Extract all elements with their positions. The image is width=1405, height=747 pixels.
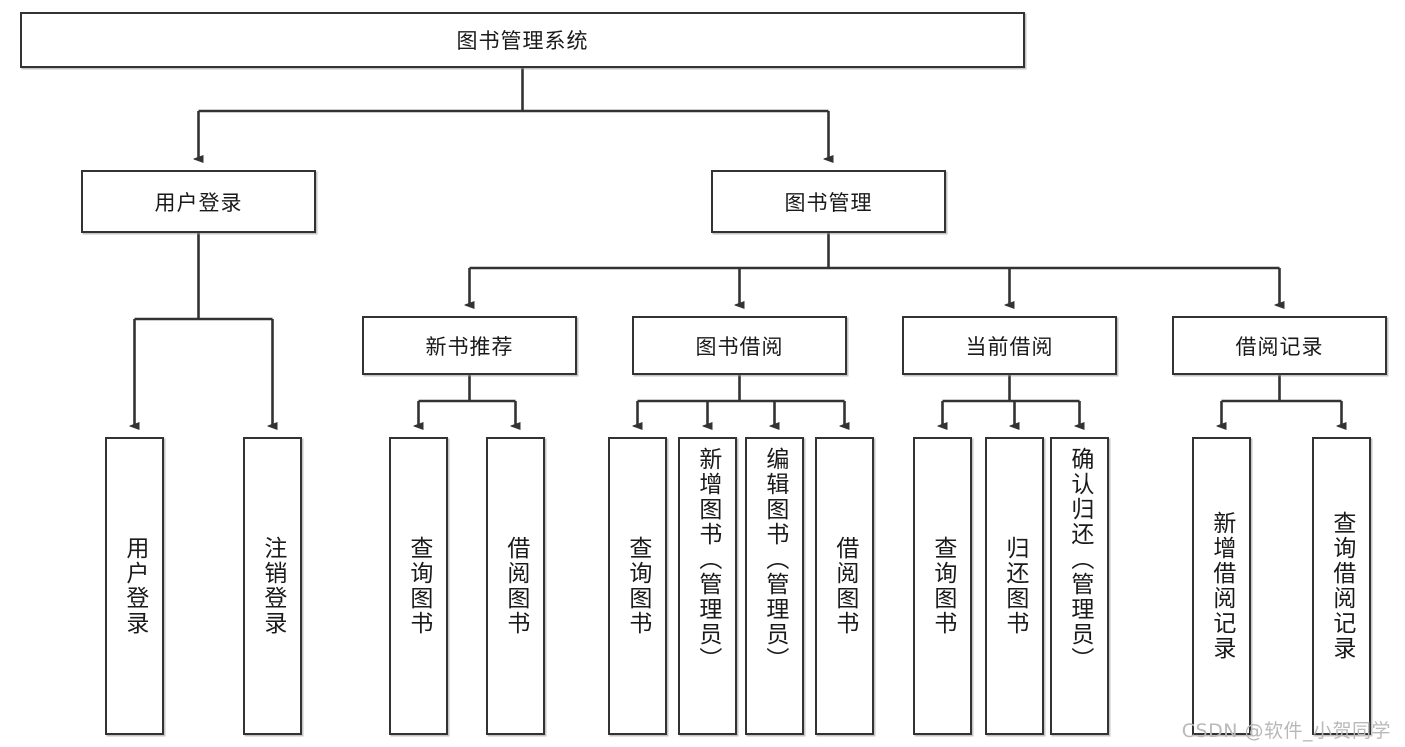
node-borrow-records[interactable]: 借阅记录	[1172, 316, 1387, 375]
node-user-login[interactable]: 用户登录	[81, 170, 316, 233]
leaf-query-book-2-label: 查询图书	[624, 536, 651, 636]
leaf-confirm-return-admin-label: 确认归还（管理员）	[1066, 447, 1093, 672]
leaf-query-book-1-label: 查询图书	[405, 536, 432, 636]
leaf-add-book-admin[interactable]: 新增图书（管理员）	[678, 437, 737, 735]
leaf-query-book-3-label: 查询图书	[929, 536, 956, 636]
leaf-add-borrow-record[interactable]: 新增借阅记录	[1192, 437, 1251, 735]
node-borrow-records-label: 借阅记录	[1235, 334, 1324, 359]
node-book-management[interactable]: 图书管理	[711, 170, 946, 233]
leaf-borrow-book-2[interactable]: 借阅图书	[815, 437, 874, 735]
leaf-user-login[interactable]: 用户登录	[105, 437, 164, 735]
node-current-borrow[interactable]: 当前借阅	[902, 316, 1117, 375]
node-new-book-recommend[interactable]: 新书推荐	[362, 316, 577, 375]
leaf-logout-label: 注销登录	[259, 536, 286, 636]
leaf-query-borrow-record-label: 查询借阅记录	[1328, 511, 1355, 661]
leaf-borrow-book-1[interactable]: 借阅图书	[486, 437, 545, 735]
leaf-query-book-3[interactable]: 查询图书	[913, 437, 972, 735]
node-new-book-recommend-label: 新书推荐	[425, 334, 514, 359]
node-current-borrow-label: 当前借阅	[965, 334, 1054, 359]
leaf-query-book-1[interactable]: 查询图书	[389, 437, 448, 735]
node-book-borrow-label: 图书借阅	[695, 334, 784, 359]
leaf-logout[interactable]: 注销登录	[243, 437, 302, 735]
node-root[interactable]: 图书管理系统	[20, 12, 1025, 68]
leaf-edit-book-admin[interactable]: 编辑图书（管理员）	[745, 437, 804, 735]
watermark: CSDN @软件_小贺同学	[1181, 720, 1391, 742]
leaf-confirm-return-admin[interactable]: 确认归还（管理员）	[1050, 437, 1109, 735]
leaf-return-book-label: 归还图书	[1001, 536, 1028, 636]
leaf-borrow-book-2-label: 借阅图书	[831, 536, 858, 636]
leaf-query-book-2[interactable]: 查询图书	[608, 437, 667, 735]
leaf-query-borrow-record[interactable]: 查询借阅记录	[1312, 437, 1371, 735]
leaf-user-login-label: 用户登录	[121, 536, 148, 636]
leaf-return-book[interactable]: 归还图书	[985, 437, 1044, 735]
leaf-edit-book-admin-label: 编辑图书（管理员）	[761, 447, 788, 672]
leaf-add-borrow-record-label: 新增借阅记录	[1208, 511, 1235, 661]
leaf-borrow-book-1-label: 借阅图书	[502, 536, 529, 636]
node-book-borrow[interactable]: 图书借阅	[632, 316, 847, 375]
node-book-management-label: 图书管理	[784, 190, 873, 215]
node-root-label: 图书管理系统	[456, 29, 589, 53]
leaf-add-book-admin-label: 新增图书（管理员）	[694, 447, 721, 672]
node-user-login-label: 用户登录	[154, 190, 243, 215]
